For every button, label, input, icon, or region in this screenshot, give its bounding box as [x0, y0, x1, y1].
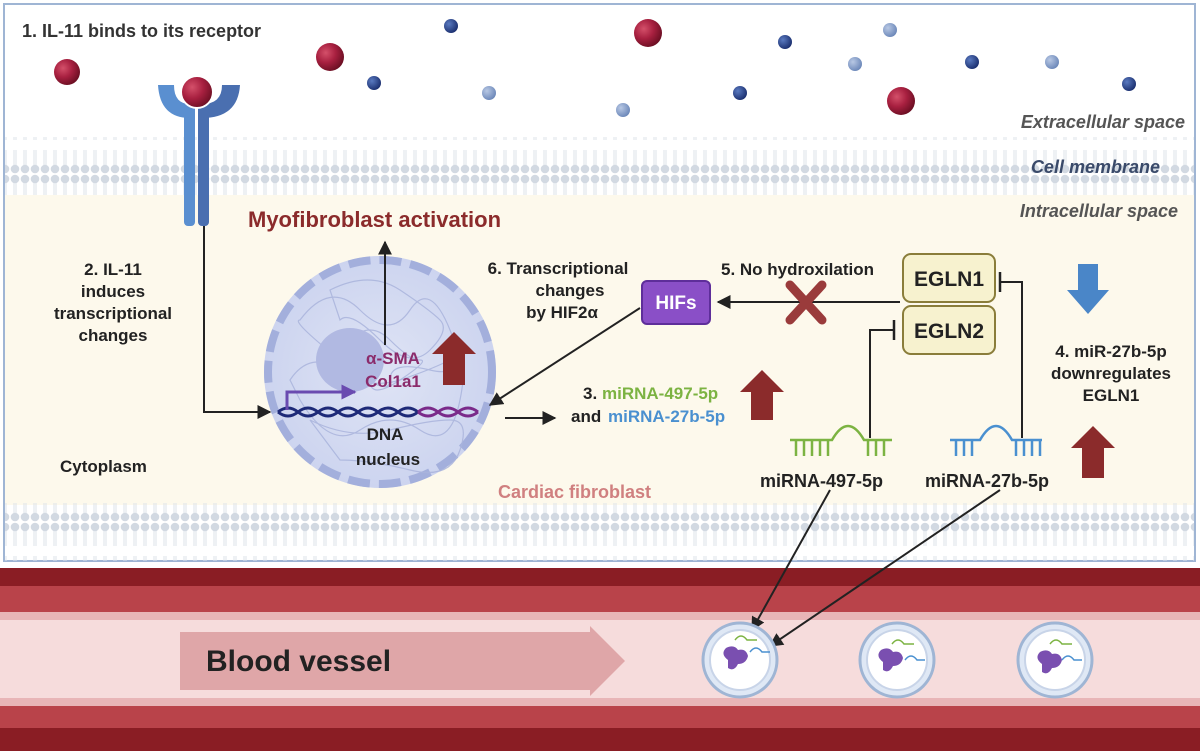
cell-membrane-bottom — [5, 503, 1194, 561]
step4-label: 4. miR-27b-5p downregulates EGLN1 — [1051, 342, 1171, 405]
dna-helix — [277, 384, 479, 418]
cytoplasm-label: Cytoplasm — [60, 457, 147, 476]
exosome-1 — [701, 621, 779, 699]
svg-text:transcriptional: transcriptional — [54, 304, 172, 323]
step2-label: 2. IL-11 induces transcriptional changes — [54, 260, 172, 345]
inhibition-cross — [785, 280, 827, 325]
il11-receptor — [158, 75, 240, 226]
egln1-label: EGLN1 — [914, 268, 984, 291]
myofibroblast-label: Myofibroblast activation — [248, 207, 501, 232]
step5-label: 5. No hydroxilation — [721, 260, 874, 279]
down-arrow-egln1 — [1067, 264, 1109, 314]
mirna497-label: miRNA-497-5p — [760, 471, 883, 491]
step3-mirna497: miRNA-497-5p — [602, 384, 718, 403]
intracellular-label: Intracellular space — [1020, 201, 1178, 221]
svg-text:changes: changes — [536, 281, 605, 300]
svg-text:induces: induces — [81, 282, 145, 301]
step6-label: 6. Transcriptional changes by HIF2α — [488, 259, 629, 322]
blood-vessel — [0, 568, 1200, 751]
il11-particles — [54, 19, 1136, 117]
step1-label: 1. IL-11 binds to its receptor — [22, 21, 261, 41]
mirna-497-hairpin — [790, 424, 892, 456]
hifs-box — [641, 280, 711, 325]
up-arrow-mirna — [740, 370, 784, 420]
svg-text:EGLN1: EGLN1 — [1083, 386, 1140, 405]
step3-and: and — [571, 407, 601, 426]
step3-mirna27: miRNA-27b-5p — [608, 407, 725, 426]
svg-text:by HIF2α: by HIF2α — [526, 303, 598, 322]
blood-vessel-label: Blood vessel — [206, 645, 391, 678]
membrane-label: Cell membrane — [1031, 157, 1160, 177]
svg-text:changes: changes — [79, 326, 148, 345]
mirna27-label: miRNA-27b-5p — [925, 471, 1049, 491]
up-arrow-sma — [432, 332, 476, 385]
dna-label: DNA — [367, 425, 404, 444]
cell-membrane-top — [5, 137, 1194, 195]
cardiac-fibroblast-label: Cardiac fibroblast — [498, 482, 651, 502]
blood-flow-arrow — [180, 626, 625, 696]
cytoplasm-region — [5, 195, 1194, 505]
exosome-3 — [1016, 621, 1094, 699]
step3-prefix: 3. — [583, 384, 597, 403]
svg-text:6. Transcriptional: 6. Transcriptional — [488, 259, 629, 278]
svg-text:downregulates: downregulates — [1051, 364, 1171, 383]
egln1-box — [902, 253, 996, 303]
egln2-box — [902, 305, 996, 355]
alpha-sma-label: α-SMA — [366, 349, 420, 368]
nucleus-label: nucleus — [356, 450, 420, 469]
nucleus — [264, 256, 496, 488]
svg-text:4. miR-27b-5p: 4. miR-27b-5p — [1055, 342, 1166, 361]
egln2-label: EGLN2 — [914, 320, 984, 343]
extracellular-label: Extracellular space — [1021, 112, 1185, 132]
mirna-27b-hairpin — [950, 424, 1042, 456]
up-arrow-mir27 — [1071, 426, 1115, 478]
col1a1-label: Col1a1 — [365, 372, 421, 391]
exosome-2 — [858, 621, 936, 699]
svg-text:2. IL-11: 2. IL-11 — [84, 260, 142, 279]
hifs-label: HIFs — [655, 293, 696, 314]
